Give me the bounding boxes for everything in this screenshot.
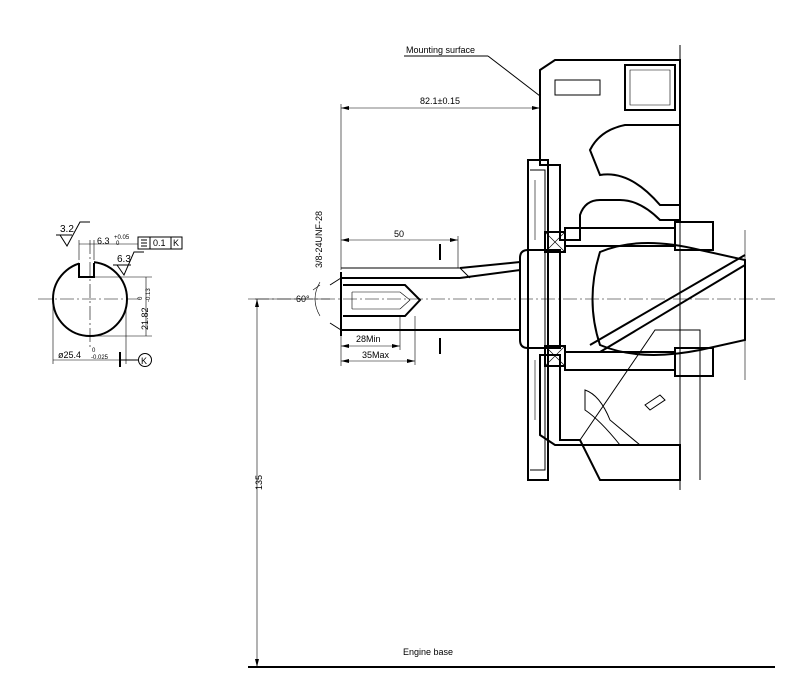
- symmetry-tolerance: 0.1: [153, 238, 166, 248]
- key-width-tol-upper: +0.05: [114, 235, 130, 241]
- thread-spec: 3/8-24UNF-28: [314, 211, 324, 268]
- shaft-side-view: [255, 244, 775, 354]
- dim-135: 135: [254, 475, 264, 490]
- dim-35-max: 35Max: [362, 350, 390, 360]
- dim-50: 50: [394, 229, 404, 239]
- diameter-dim: ø25.4: [58, 350, 81, 360]
- dim-82-1: 82.1±0.15: [420, 96, 460, 106]
- diameter-tol-upper: 0: [92, 348, 96, 354]
- dim-28-min: 28Min: [356, 334, 381, 344]
- key-width-dim: 6.3: [97, 236, 110, 246]
- key-width-tol-lower: 0: [116, 241, 120, 247]
- datum-k-symbol: K: [141, 356, 147, 366]
- key-depth-dim: 21.82: [140, 307, 150, 330]
- datum-k-frame: K: [173, 238, 179, 248]
- key-depth-tol-upper: 0: [138, 296, 144, 300]
- dimensions: Mounting surface 82.1±0.15 3/8-24UNF-28 …: [248, 45, 775, 668]
- roughness-6-3: 6.3: [117, 254, 131, 265]
- key-depth-tol-lower: -0.13: [146, 288, 152, 302]
- diameter-tol-lower: -0.025: [91, 355, 109, 361]
- engine-base-label: Engine base: [403, 647, 453, 657]
- roughness-3-2: 3.2: [60, 224, 74, 235]
- mounting-surface-label: Mounting surface: [406, 45, 475, 55]
- shaft-section-view: 3.2 6.3 +0.05 0 0.1 K 6.3 21.82 0 -0.13 …: [38, 221, 183, 367]
- engine-housing: [527, 45, 746, 490]
